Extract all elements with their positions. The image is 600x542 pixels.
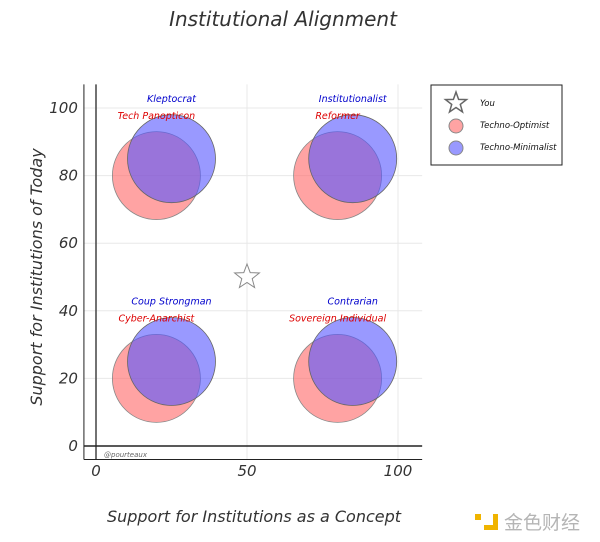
techno-minimalist-circle: [308, 114, 398, 204]
logo-text: 金色财经: [504, 512, 581, 534]
techno-minimalist-circle: [308, 317, 398, 406]
legend-label: You: [480, 99, 495, 109]
techno-minimalist-circle: [127, 317, 216, 406]
techno-minimalist-label: Contrarian: [328, 297, 378, 308]
techno-minimalist-circle: [127, 114, 216, 204]
y-tick-label: 60: [59, 234, 78, 252]
x-axis-title: Support for Institutions as a Concept: [107, 507, 402, 526]
techno-optimist-label: Tech Panopticon: [118, 111, 196, 122]
techno-optimist-label: Sovereign Individual: [289, 314, 386, 325]
techno-minimalist-label: Coup Strongman: [131, 297, 211, 308]
x-tick-label: 0: [91, 462, 101, 480]
techno-optimist-label: Cyber-Anarchist: [119, 314, 196, 325]
legend-star-icon: [443, 89, 469, 114]
y-tick-label: 80: [59, 167, 78, 185]
y-tick-label: 100: [49, 99, 78, 117]
watermark-logo: 金色财经: [475, 508, 581, 535]
techno-minimalist-label: Kleptocrat: [147, 94, 197, 105]
logo-icon: [475, 513, 498, 530]
techno-minimalist-label: Institutionalist: [319, 94, 388, 105]
you-star-marker: [233, 262, 261, 289]
legend-label: Techno-Optimist: [480, 121, 550, 131]
chart-title: Institutional Alignment: [169, 7, 398, 31]
y-tick-label: 20: [59, 369, 78, 387]
y-axis-title: Support for Institutions of Today: [27, 148, 46, 406]
legend-blue-circle-icon: [448, 140, 464, 156]
techno-optimist-label: Reformer: [315, 111, 361, 122]
y-tick-label: 0: [68, 437, 78, 455]
x-tick-label: 50: [237, 462, 256, 480]
legend-label: Techno-Minimalist: [480, 143, 557, 153]
y-tick-label: 40: [59, 302, 78, 320]
credit-annotation: @pourteaux: [104, 451, 148, 459]
x-tick-label: 100: [384, 462, 413, 480]
legend-red-circle-icon: [448, 118, 464, 134]
